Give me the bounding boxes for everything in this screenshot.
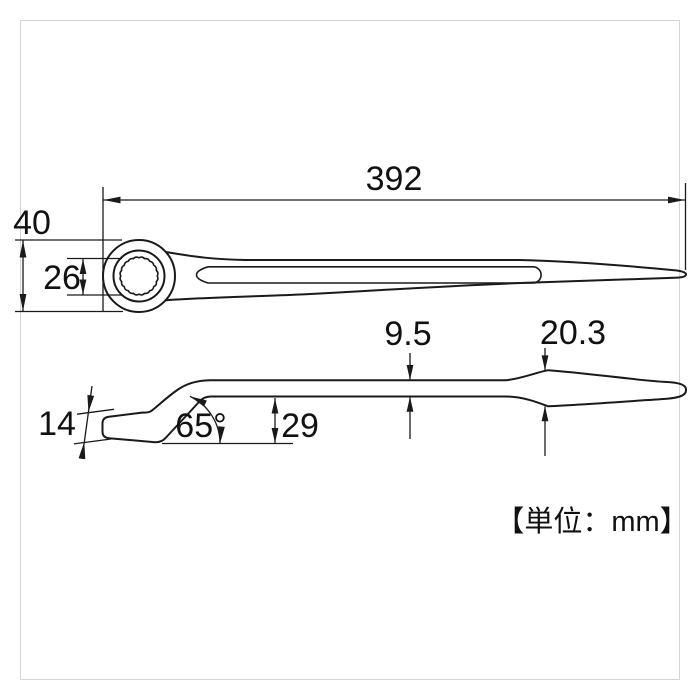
offset-height-label: 29 — [281, 407, 319, 445]
dimension-head-width: 40 — [13, 204, 123, 313]
arrowhead — [190, 396, 207, 407]
arrowhead — [668, 196, 685, 204]
side-view — [101, 369, 687, 444]
dimension-ring-opening: 26 — [43, 257, 122, 297]
arrowhead — [103, 196, 121, 204]
arrowhead — [406, 365, 414, 380]
handle-outline — [165, 251, 687, 302]
dimension-overall-length: 392 — [102, 160, 687, 311]
extension-line — [73, 438, 112, 445]
dimension-head-thickness: 14 — [38, 385, 115, 460]
dimension-bend-angle: 65° — [162, 395, 293, 445]
head-thickness-label: 14 — [38, 405, 76, 443]
arrowhead — [541, 355, 549, 371]
ring-opening-label: 26 — [43, 259, 81, 297]
arrowhead — [271, 428, 279, 443]
top-view — [102, 239, 687, 313]
dimension-shaft-thickness: 9.5 — [384, 315, 432, 439]
arrowhead — [271, 398, 279, 414]
arrowhead — [19, 294, 27, 311]
arrowhead — [78, 441, 86, 460]
handle-slot-outline — [195, 266, 542, 284]
overall-length-label: 392 — [366, 160, 423, 198]
side-profile-outline — [101, 369, 687, 444]
dimension-offset-height: 29 — [271, 398, 319, 445]
arrowhead — [218, 426, 225, 444]
arrowhead — [406, 396, 414, 412]
unit-note: 【単位：mm】 — [495, 505, 688, 538]
ring-spline-profile — [119, 256, 159, 296]
shaft-thickness-label: 9.5 — [384, 315, 431, 353]
arrowhead — [79, 259, 87, 274]
dimension-taper-diameter: 20.3 — [540, 314, 606, 456]
taper-diameter-label: 20.3 — [540, 314, 606, 352]
bend-angle-label: 65° — [175, 407, 226, 445]
extension-line — [76, 408, 115, 415]
arrowhead — [19, 240, 27, 258]
image-border-frame — [20, 20, 680, 680]
arrowhead — [79, 279, 87, 295]
arrowhead — [541, 406, 549, 422]
head-width-label: 40 — [13, 204, 51, 242]
ring-bore-circle — [112, 249, 166, 303]
arrowhead — [87, 394, 95, 413]
